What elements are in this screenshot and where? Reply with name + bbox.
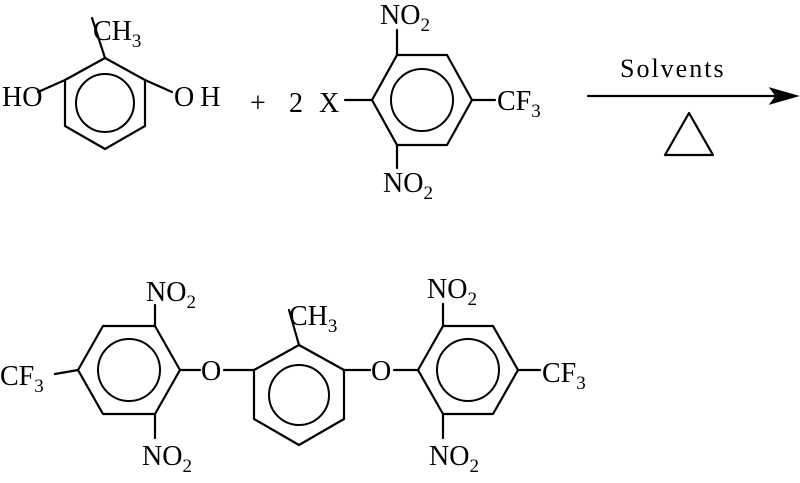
product-left-top-nitro-label: NO2: [146, 277, 196, 313]
aryl-halide-top-nitro-label: NO2: [380, 0, 430, 36]
product-central-benzene-ring: [252, 343, 346, 447]
reaction-conditions: Solvents: [586, 54, 800, 157]
halide-leaving-group-label: X: [319, 88, 339, 119]
resorcinol-left-oh-bond: [36, 78, 67, 94]
resorcinol-left-hydroxyl-label: HO: [2, 82, 42, 113]
aryl-halide-cf3-label: CF3: [497, 86, 541, 122]
resorcinol-methyl-label: CH3: [93, 16, 141, 52]
product-left-ether-oxygen-label: O: [201, 356, 221, 387]
product-right-ether-oxygen-label: O: [371, 356, 391, 387]
product-right-cf3-label: CF3: [542, 358, 586, 394]
product-left-aromatic-circle: [97, 338, 161, 402]
resorcinol-aromatic-circle: [75, 73, 135, 133]
stoichiometric-coefficient: 2: [289, 88, 303, 119]
product-central-methyl-label: CH3: [289, 301, 337, 337]
product-left-cf3-label: CF3: [0, 361, 44, 397]
aryl-halide-aromatic-circle: [390, 68, 454, 132]
product-left-bottom-nitro-label: NO2: [142, 441, 192, 477]
aryl-halide-bottom-nitro-label: NO2: [383, 168, 433, 204]
product-right-bottom-nitro-label: NO2: [429, 441, 479, 477]
heat-triangle-icon: [663, 111, 715, 157]
resorcinol-right-oh-bond: [143, 78, 174, 94]
product-right-aromatic-circle: [436, 338, 500, 402]
product-left-cf3-bond: [53, 368, 80, 376]
aryl-halide-molecule: X NO2 NO2 CF3: [319, 0, 541, 204]
product-right-top-nitro-label: NO2: [427, 274, 477, 310]
product-central-methyl-bond: [287, 308, 301, 347]
product-central-aromatic-circle: [268, 364, 330, 426]
solvents-label: Solvents: [620, 54, 726, 83]
product-molecule: CF3 NO2 NO2 O CH3 O NO2 NO2 CF3: [0, 274, 586, 477]
resorcinol-methyl-bond: [90, 16, 107, 60]
reaction-arrowhead: [768, 87, 800, 105]
plus-sign: +: [250, 88, 266, 119]
